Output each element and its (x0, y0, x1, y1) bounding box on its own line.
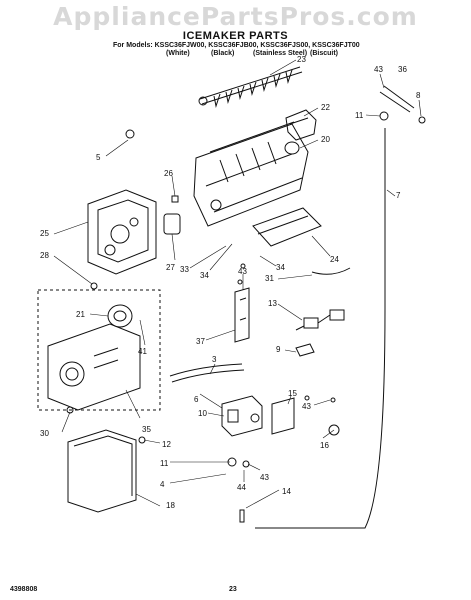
callout-34: 34 (200, 271, 209, 280)
callout-23: 23 (297, 55, 306, 64)
module-housing (87, 189, 157, 275)
callout-43b: 43 (238, 267, 247, 276)
callout-6: 6 (194, 395, 199, 404)
callout-20: 20 (321, 135, 330, 144)
water-valve (221, 395, 263, 437)
color-white: (White) (166, 50, 190, 57)
drive-motor (107, 304, 133, 328)
water-line (255, 128, 386, 529)
callout-11: 11 (355, 111, 364, 120)
callout-11b: 11 (160, 459, 169, 468)
models-line: For Models: KSSC36FJW00, KSSC36FJB00, KS… (113, 42, 360, 49)
color-biscuit: (Biscuit) (310, 50, 338, 57)
mold-cover (285, 109, 317, 141)
page-title: ICEMAKER PARTS (182, 30, 289, 42)
callout-36: 36 (398, 65, 407, 74)
callout-34b: 34 (276, 263, 285, 272)
callout-24: 24 (330, 255, 339, 264)
callout-14: 14 (282, 487, 291, 496)
callout-18: 18 (166, 501, 175, 510)
wiring-harness (295, 309, 345, 331)
callout-43c: 43 (302, 402, 311, 411)
callout-25: 25 (40, 229, 49, 238)
callout-labels: 23 43 36 8 22 11 5 20 7 26 25 28 24 27 3… (40, 55, 421, 510)
callout-28: 28 (40, 251, 49, 260)
callout-37: 37 (196, 337, 205, 346)
callout-22: 22 (321, 103, 330, 112)
page-number: 23 (229, 586, 237, 593)
callout-41: 41 (138, 347, 147, 356)
fill-tube (169, 363, 243, 377)
callout-44: 44 (237, 483, 246, 492)
callout-10: 10 (198, 409, 207, 418)
callout-31: 31 (265, 274, 274, 283)
callout-12: 12 (162, 440, 171, 449)
doc-number: 4398808 (10, 586, 38, 593)
color-black: (Black) (211, 50, 235, 57)
color-stainless: (Stainless Steel) (253, 50, 308, 57)
callout-30: 30 (40, 429, 49, 438)
module-cover (47, 323, 141, 411)
callout-5: 5 (96, 153, 101, 162)
callout-15: 15 (288, 389, 297, 398)
watermark: AppliancePartsPros.com (53, 2, 418, 31)
callout-35: 35 (142, 425, 151, 434)
insulation-block (67, 429, 137, 513)
mounting-bracket (234, 287, 250, 343)
icemaker-mold (193, 121, 309, 227)
callout-43d: 43 (260, 473, 269, 482)
shut-off-arm (252, 207, 351, 275)
callout-16: 16 (320, 441, 329, 450)
callout-26: 26 (164, 169, 173, 178)
callout-13: 13 (268, 299, 277, 308)
callout-9: 9 (276, 345, 281, 354)
callout-43: 43 (374, 65, 383, 74)
callout-21: 21 (76, 310, 85, 319)
subassembly-frame (37, 289, 161, 411)
callout-7: 7 (396, 191, 401, 200)
callout-33: 33 (180, 265, 189, 274)
callout-3: 3 (212, 355, 217, 364)
valve-bracket (271, 397, 295, 435)
callout-27: 27 (166, 263, 175, 272)
thermostat-clip (295, 343, 315, 357)
callout-8: 8 (416, 91, 421, 100)
callout-4: 4 (160, 480, 165, 489)
ejector-blade-assembly (198, 66, 303, 108)
motor (163, 213, 181, 235)
